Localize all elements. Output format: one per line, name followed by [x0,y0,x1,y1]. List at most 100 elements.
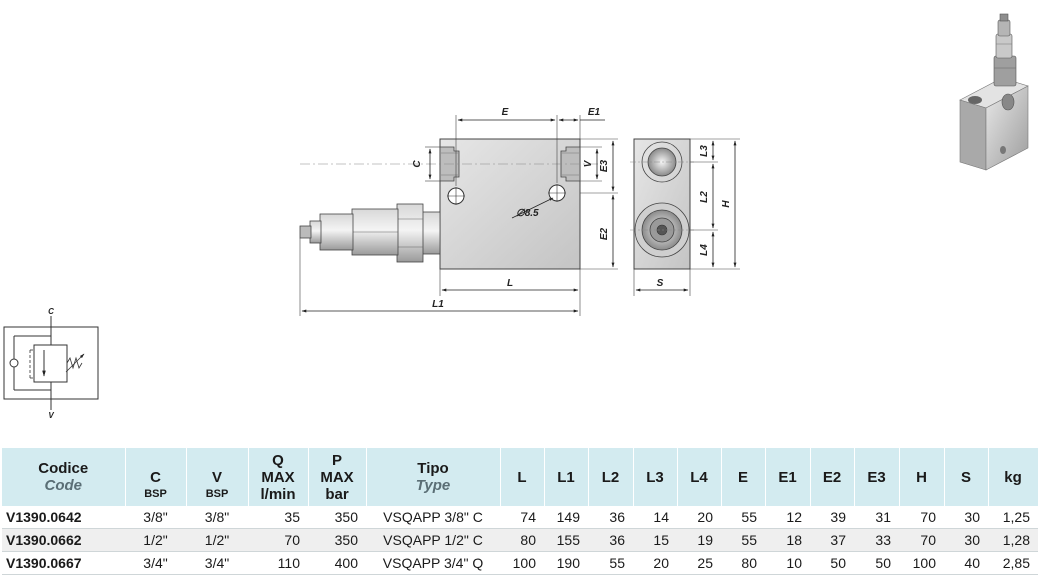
cell-e: 55 [721,528,765,552]
technical-drawing: E E1 C V E3 E2 ∅8.5 L L1 [3,13,1029,420]
cell-q: 70 [248,528,308,552]
cell-kg: 1,25 [988,506,1038,529]
symbol-port-c: C [48,307,54,316]
cell-h: 70 [899,506,944,529]
cell-c: 1/2" [125,528,186,552]
col-header-l2: L2 [588,448,634,506]
cell-kg: 2,85 [988,551,1038,575]
col-header-e3: E3 [854,448,900,506]
cell-v: 1/2" [186,528,248,552]
front-view: E E1 C V E3 E2 ∅8.5 L L1 [299,107,618,316]
relief-cartridge [299,203,441,263]
col-header-l: L [500,448,545,506]
cell-v: 3/8" [186,506,248,529]
cell-e2: 39 [810,506,854,529]
dim-l4-label: L4 [699,244,710,256]
cell-l1: 149 [544,506,588,529]
cell-e3: 31 [854,506,899,529]
cell-e3: 33 [854,528,899,552]
hydraulic-symbol: C V [3,307,99,420]
cell-h: 70 [899,528,944,552]
cell-e1: 12 [765,506,810,529]
cell-l: 74 [500,506,544,529]
dim-l2-label: L2 [699,191,710,203]
dim-l3-label: L3 [699,145,710,157]
cell-l3: 20 [633,551,677,575]
cell-l3: 15 [633,528,677,552]
cell-l1: 190 [544,551,588,575]
dim-e2-label: E2 [599,227,610,240]
dim-l-label: L [507,278,513,289]
col-header-e: E [721,448,766,506]
side-view: L3 L2 L4 H S [630,138,740,296]
cell-kg: 1,28 [988,528,1038,552]
cell-e: 80 [721,551,765,575]
cell-l: 80 [500,528,544,552]
cell-p: 350 [308,506,366,529]
cell-c: 3/8" [125,506,186,529]
dim-e1-label: E1 [588,107,601,118]
cell-tipo: VSQAPP 3/8" C [366,506,500,529]
cell-l1: 155 [544,528,588,552]
symbol-port-v: V [48,411,54,420]
col-header-e1: E1 [765,448,811,506]
cell-code: V1390.0667 [2,551,125,575]
dim-h-label: H [721,200,732,208]
cell-code: V1390.0642 [2,506,125,529]
cell-v: 3/4" [186,551,248,575]
dim-e-label: E [502,107,509,118]
col-header-l4: L4 [677,448,722,506]
cell-h: 100 [899,551,944,575]
cell-l4: 19 [677,528,721,552]
cell-l4: 25 [677,551,721,575]
cell-l3: 14 [633,506,677,529]
cell-e: 55 [721,506,765,529]
valve-body [439,138,581,270]
dim-c-label: C [412,160,423,168]
cell-s: 30 [944,528,988,552]
col-header-l3: L3 [633,448,678,506]
cell-e2: 50 [810,551,854,575]
cell-p: 350 [308,528,366,552]
cell-p: 400 [308,551,366,575]
cell-q: 35 [248,506,308,529]
cell-l: 100 [500,551,544,575]
col-header-kg: kg [988,448,1038,506]
cell-tipo: VSQAPP 1/2" C [366,528,500,552]
cell-code: V1390.0662 [2,528,125,552]
cell-e1: 10 [765,551,810,575]
cell-l2: 36 [588,506,633,529]
valve-3d-image [959,13,1029,171]
cell-e1: 18 [765,528,810,552]
cell-tipo: VSQAPP 3/4" Q [366,551,500,575]
cell-l2: 55 [588,551,633,575]
cell-q: 110 [248,551,308,575]
dim-s-label: S [657,278,664,289]
cell-l2: 36 [588,528,633,552]
dim-l1-label: L1 [432,299,444,310]
col-header-l1: L1 [544,448,589,506]
cell-s: 30 [944,506,988,529]
col-header-s: S [944,448,989,506]
dim-hole-label: ∅8.5 [516,208,539,219]
cell-e2: 37 [810,528,854,552]
dim-e3-label: E3 [599,159,610,172]
cell-c: 3/4" [125,551,186,575]
dim-v-label: V [583,159,594,167]
cell-e3: 50 [854,551,899,575]
col-header-e2: E2 [810,448,855,506]
col-header-h: H [899,448,945,506]
cell-l4: 20 [677,506,721,529]
cell-s: 40 [944,551,988,575]
